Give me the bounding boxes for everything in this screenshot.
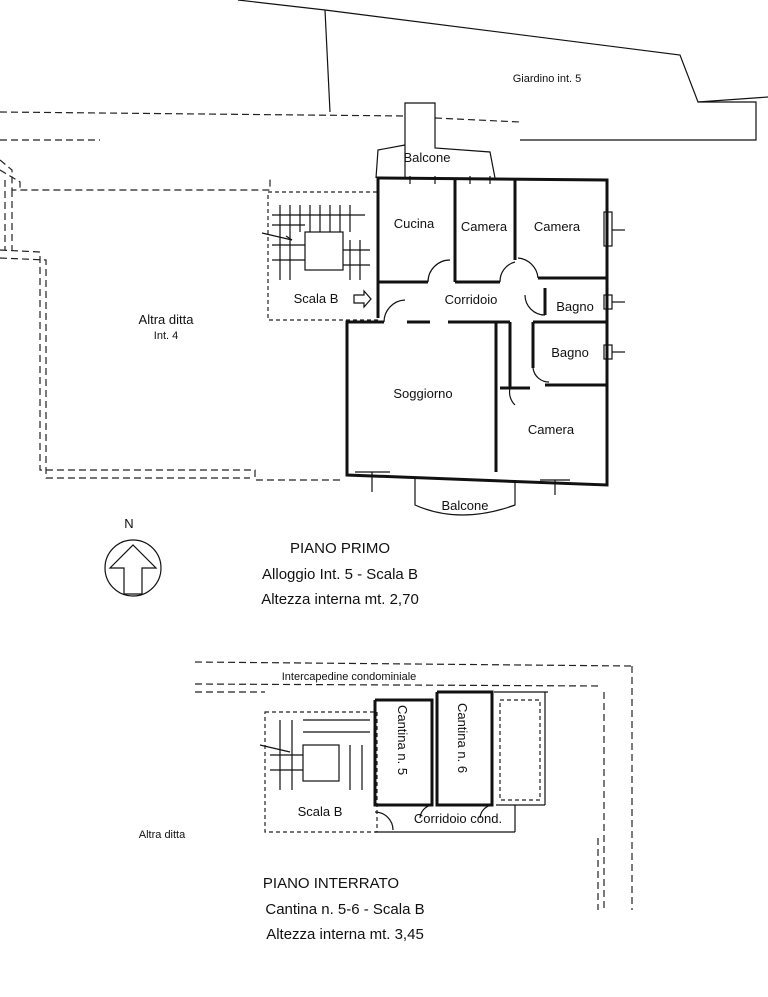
entrance-arrow-icon bbox=[353, 289, 372, 309]
north-label: N bbox=[124, 516, 133, 531]
apartment-walls: Balcone Balcone bbox=[345, 102, 625, 516]
caption-basement: PIANO INTERRATO Cantina n. 5-6 - Scala B… bbox=[263, 875, 425, 943]
neighbor-label-line1: Altra ditta bbox=[139, 312, 195, 327]
neighbor-block-first-floor: Altra ditta Int. 4 bbox=[0, 159, 340, 481]
room-label-balcone-bottom: Balcone bbox=[442, 498, 489, 513]
room-label-camera-1: Camera bbox=[461, 219, 508, 234]
room-label-balcone-top: Balcone bbox=[404, 150, 451, 165]
caption-first-floor-line2: Alloggio Int. 5 - Scala B bbox=[262, 566, 418, 583]
stair-label-first-floor: Scala B bbox=[294, 291, 339, 306]
label-cantina-6: Cantina n. 6 bbox=[455, 703, 470, 773]
caption-first-floor-line3: Altezza interna mt. 2,70 bbox=[261, 591, 419, 608]
basement-plan: Intercapedine condominiale Scala B Canti… bbox=[139, 661, 633, 910]
garden-label: Giardino int. 5 bbox=[513, 73, 581, 85]
caption-basement-line3: Altezza interna mt. 3,45 bbox=[266, 926, 424, 943]
garden-area: Giardino int. 5 bbox=[0, 0, 768, 141]
label-altra-ditta-basement: Altra ditta bbox=[139, 829, 186, 841]
north-arrow-icon: N bbox=[104, 516, 162, 597]
caption-first-floor-title: PIANO PRIMO bbox=[290, 540, 390, 557]
room-label-soggiorno: Soggiorno bbox=[393, 386, 452, 401]
label-intercapedine: Intercapedine condominiale bbox=[282, 671, 417, 683]
neighbor-label-line2: Int. 4 bbox=[154, 330, 178, 342]
caption-first-floor: PIANO PRIMO Alloggio Int. 5 - Scala B Al… bbox=[261, 540, 419, 608]
room-label-cucina: Cucina bbox=[394, 216, 435, 231]
room-label-corridoio: Corridoio bbox=[445, 292, 498, 307]
caption-basement-line2: Cantina n. 5-6 - Scala B bbox=[265, 901, 424, 918]
staircase-first-floor: Scala B bbox=[261, 191, 379, 321]
room-label-bagno-1: Bagno bbox=[556, 299, 594, 314]
room-label-camera-2: Camera bbox=[534, 219, 581, 234]
label-corridoio-cond: Corridoio cond. bbox=[414, 811, 502, 826]
caption-basement-title: PIANO INTERRATO bbox=[263, 875, 399, 892]
stair-label-basement: Scala B bbox=[298, 804, 343, 819]
room-label-bagno-2: Bagno bbox=[551, 345, 589, 360]
label-cantina-5: Cantina n. 5 bbox=[395, 705, 410, 775]
room-label-camera-3: Camera bbox=[528, 422, 575, 437]
